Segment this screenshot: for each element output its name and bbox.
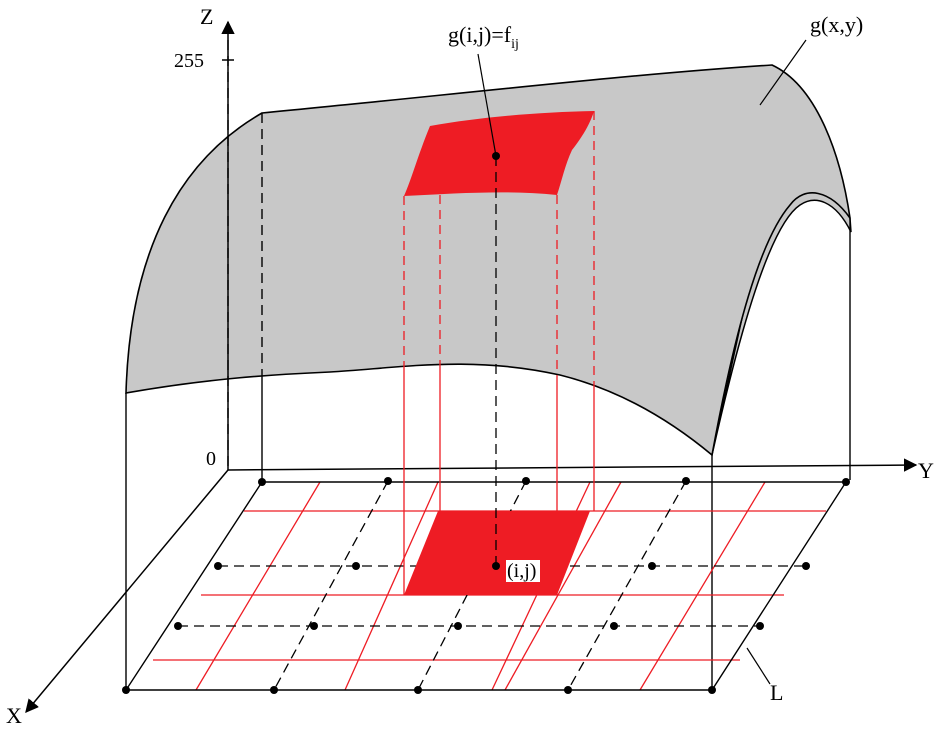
grid-col-line (344, 481, 439, 691)
sample-dot (174, 622, 182, 630)
sample-dot (682, 477, 690, 485)
sample-dot (214, 562, 222, 570)
grid-plane (124, 480, 848, 691)
sample-dots (122, 477, 850, 694)
pixel-label: (i,j) (507, 560, 536, 582)
grid-col-line (504, 481, 622, 691)
sample-dot (648, 562, 656, 570)
sample-dot (258, 478, 266, 486)
leader-lines (477, 39, 807, 685)
grid-col-line (639, 481, 766, 691)
sample-dot (352, 562, 360, 570)
sample-dot (122, 686, 130, 694)
projection-lines (403, 111, 595, 595)
labels: Z Y X 255 0 g(x,y) g(i,j)=fij (i,j) L (6, 4, 934, 728)
surface-group (125, 64, 852, 457)
x-axis (25, 469, 229, 714)
grid-col-line (195, 481, 321, 691)
sample-dot (610, 622, 618, 630)
axes-group (25, 20, 918, 714)
pixel-label-bg (506, 560, 540, 582)
sample-dot (492, 562, 500, 570)
y-axis (227, 458, 918, 472)
sample-dot (414, 686, 422, 694)
surface-label: g(x,y) (810, 12, 863, 37)
sample-dot (708, 686, 716, 694)
surface-main (125, 64, 851, 457)
grid-label: L (770, 680, 783, 705)
y-axis-label: Y (918, 458, 934, 483)
sample-dot (384, 477, 392, 485)
z-axis-label: Z (200, 4, 213, 29)
red-grid (153, 481, 826, 691)
pixel-cell (404, 511, 590, 595)
sample-dot (270, 686, 278, 694)
sample-dot (522, 477, 530, 485)
sample-dot (310, 622, 318, 630)
x-axis-label: X (6, 703, 22, 727)
z-tick-255-label: 255 (174, 50, 204, 72)
surface-sample-dot (492, 152, 500, 160)
sample-value-label: g(i,j)=fij (448, 22, 519, 52)
sample-dot (756, 622, 764, 630)
sample-dot (842, 478, 850, 486)
sample-dot (564, 686, 572, 694)
origin-label: 0 (206, 448, 216, 470)
sample-dot (454, 622, 462, 630)
sample-dot (802, 562, 810, 570)
